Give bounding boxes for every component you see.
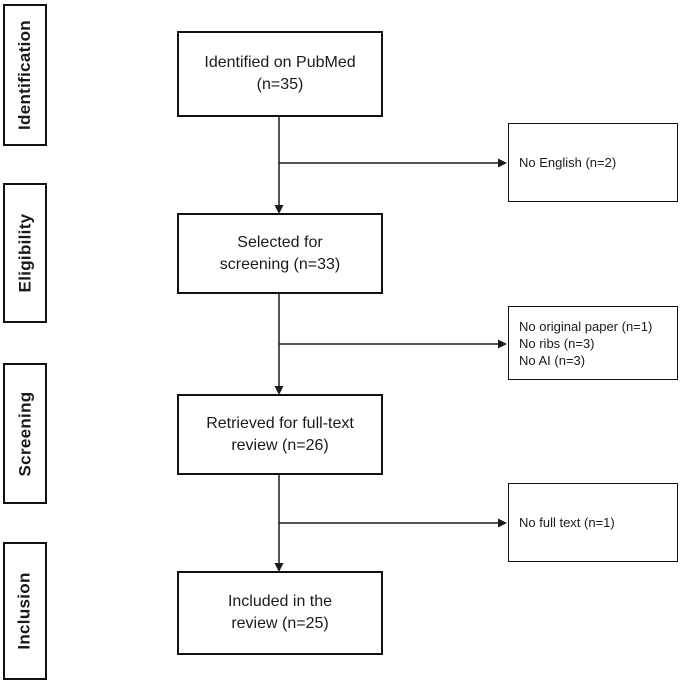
arrowhead-down-1-icon	[274, 205, 284, 214]
exclusion-box-not-eligible: No original paper (n=1) No ribs (n=3) No…	[508, 306, 678, 380]
arrowhead-right-2-icon	[498, 339, 507, 349]
flow-box-selected: Selected for screening (n=33)	[177, 213, 383, 294]
arrowhead-down-3-icon	[274, 563, 284, 572]
flow-box-text-line: review (n=25)	[231, 615, 329, 632]
arrowhead-right-3-icon	[498, 518, 507, 528]
stage-label-text: Identification	[15, 20, 35, 130]
flow-box-text-line: Identified on PubMed	[204, 54, 356, 71]
exclusion-text-line: No original paper (n=1)	[519, 318, 653, 334]
exclusion-box-no-english: No English (n=2)	[508, 123, 678, 202]
arrowhead-right-1-icon	[498, 158, 507, 168]
flow-box-text-line: Selected for	[237, 233, 323, 251]
stage-label-text: Screening	[15, 391, 34, 476]
flow-box-text-line: screening (n=33)	[219, 255, 341, 273]
stage-label-inclusion: Inclusion	[3, 542, 47, 680]
stage-label-text: Inclusion	[15, 572, 35, 650]
exclusion-box-no-full-text: No full text (n=1)	[508, 483, 678, 562]
flow-box-text-line: Included in the	[227, 593, 333, 610]
exclusion-text-line: No full text (n=1)	[519, 515, 615, 530]
exclusion-text-line: No AI (n=3)	[519, 352, 586, 368]
flow-box-text-line: Retrieved for full-text	[206, 414, 354, 432]
flow-box-text-line: (n=35)	[256, 76, 304, 93]
exclusion-text-line: No ribs (n=3)	[519, 335, 595, 351]
flow-box-identified: Identified on PubMed (n=35)	[177, 31, 383, 117]
flow-box-retrieved: Retrieved for full-text review (n=26)	[177, 394, 383, 475]
stage-label-screening: Screening	[3, 363, 47, 504]
exclusion-text-line: No English (n=2)	[519, 155, 617, 170]
flow-box-text-line: review (n=26)	[231, 436, 329, 454]
arrowhead-down-2-icon	[274, 386, 284, 395]
stage-label-text: Eligibility	[15, 213, 34, 293]
stage-label-identification: Identification	[3, 4, 47, 146]
stage-label-eligibility: Eligibility	[3, 183, 47, 323]
flow-box-included: Included in the review (n=25)	[177, 571, 383, 655]
